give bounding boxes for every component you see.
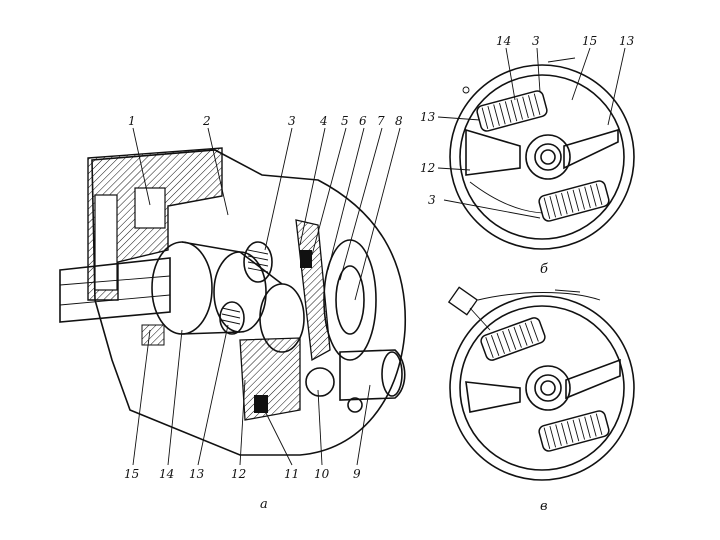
label-a-11: 11 [284,467,299,481]
caption-c: в [540,499,548,514]
leader-lines-a [132,127,401,466]
label-b-12: 12 [420,161,435,175]
figure-c-damper-view [447,286,635,481]
label-b-13-right: 13 [619,34,635,48]
figure-b-damper-view [449,57,635,250]
label-a-4: 4 [319,114,328,128]
label-a-2: 2 [202,114,211,128]
label-a-14: 14 [159,467,174,481]
label-a-10: 10 [314,467,330,481]
label-b-3-top: 3 [532,34,540,48]
label-a-13: 13 [189,467,205,481]
caption-b: б [540,262,548,277]
label-b-13-left: 13 [420,110,436,124]
label-b-14: 14 [496,34,511,48]
damper-spring-lower [219,301,245,335]
label-a-7: 7 [377,114,385,128]
figure-a-cutaway [59,147,407,456]
spring-b-lower [538,180,610,222]
damper-spring-upper [243,241,273,283]
label-b-3-left: 3 [428,193,436,207]
spring-c-upper [480,317,546,361]
caption-a: а [260,497,268,512]
label-a-8: 8 [395,114,403,128]
spring-c-lower [538,410,610,452]
label-a-12: 12 [231,467,246,481]
labels-a-bottom: 15 14 13 12 11 10 9 [124,467,361,481]
label-a-6: 6 [359,114,367,128]
label-a-5: 5 [341,114,349,128]
label-b-15: 15 [582,34,597,48]
labels-a-top: 1 2 3 4 5 6 7 8 [128,114,403,128]
labels-b: 14 3 15 13 13 12 3 [420,34,635,207]
friction-lining [141,250,312,413]
label-a-9: 9 [353,467,361,481]
label-a-15: 15 [124,467,139,481]
leader-lines-b [437,47,626,219]
label-a-3: 3 [288,114,296,128]
label-a-1: 1 [128,114,136,128]
